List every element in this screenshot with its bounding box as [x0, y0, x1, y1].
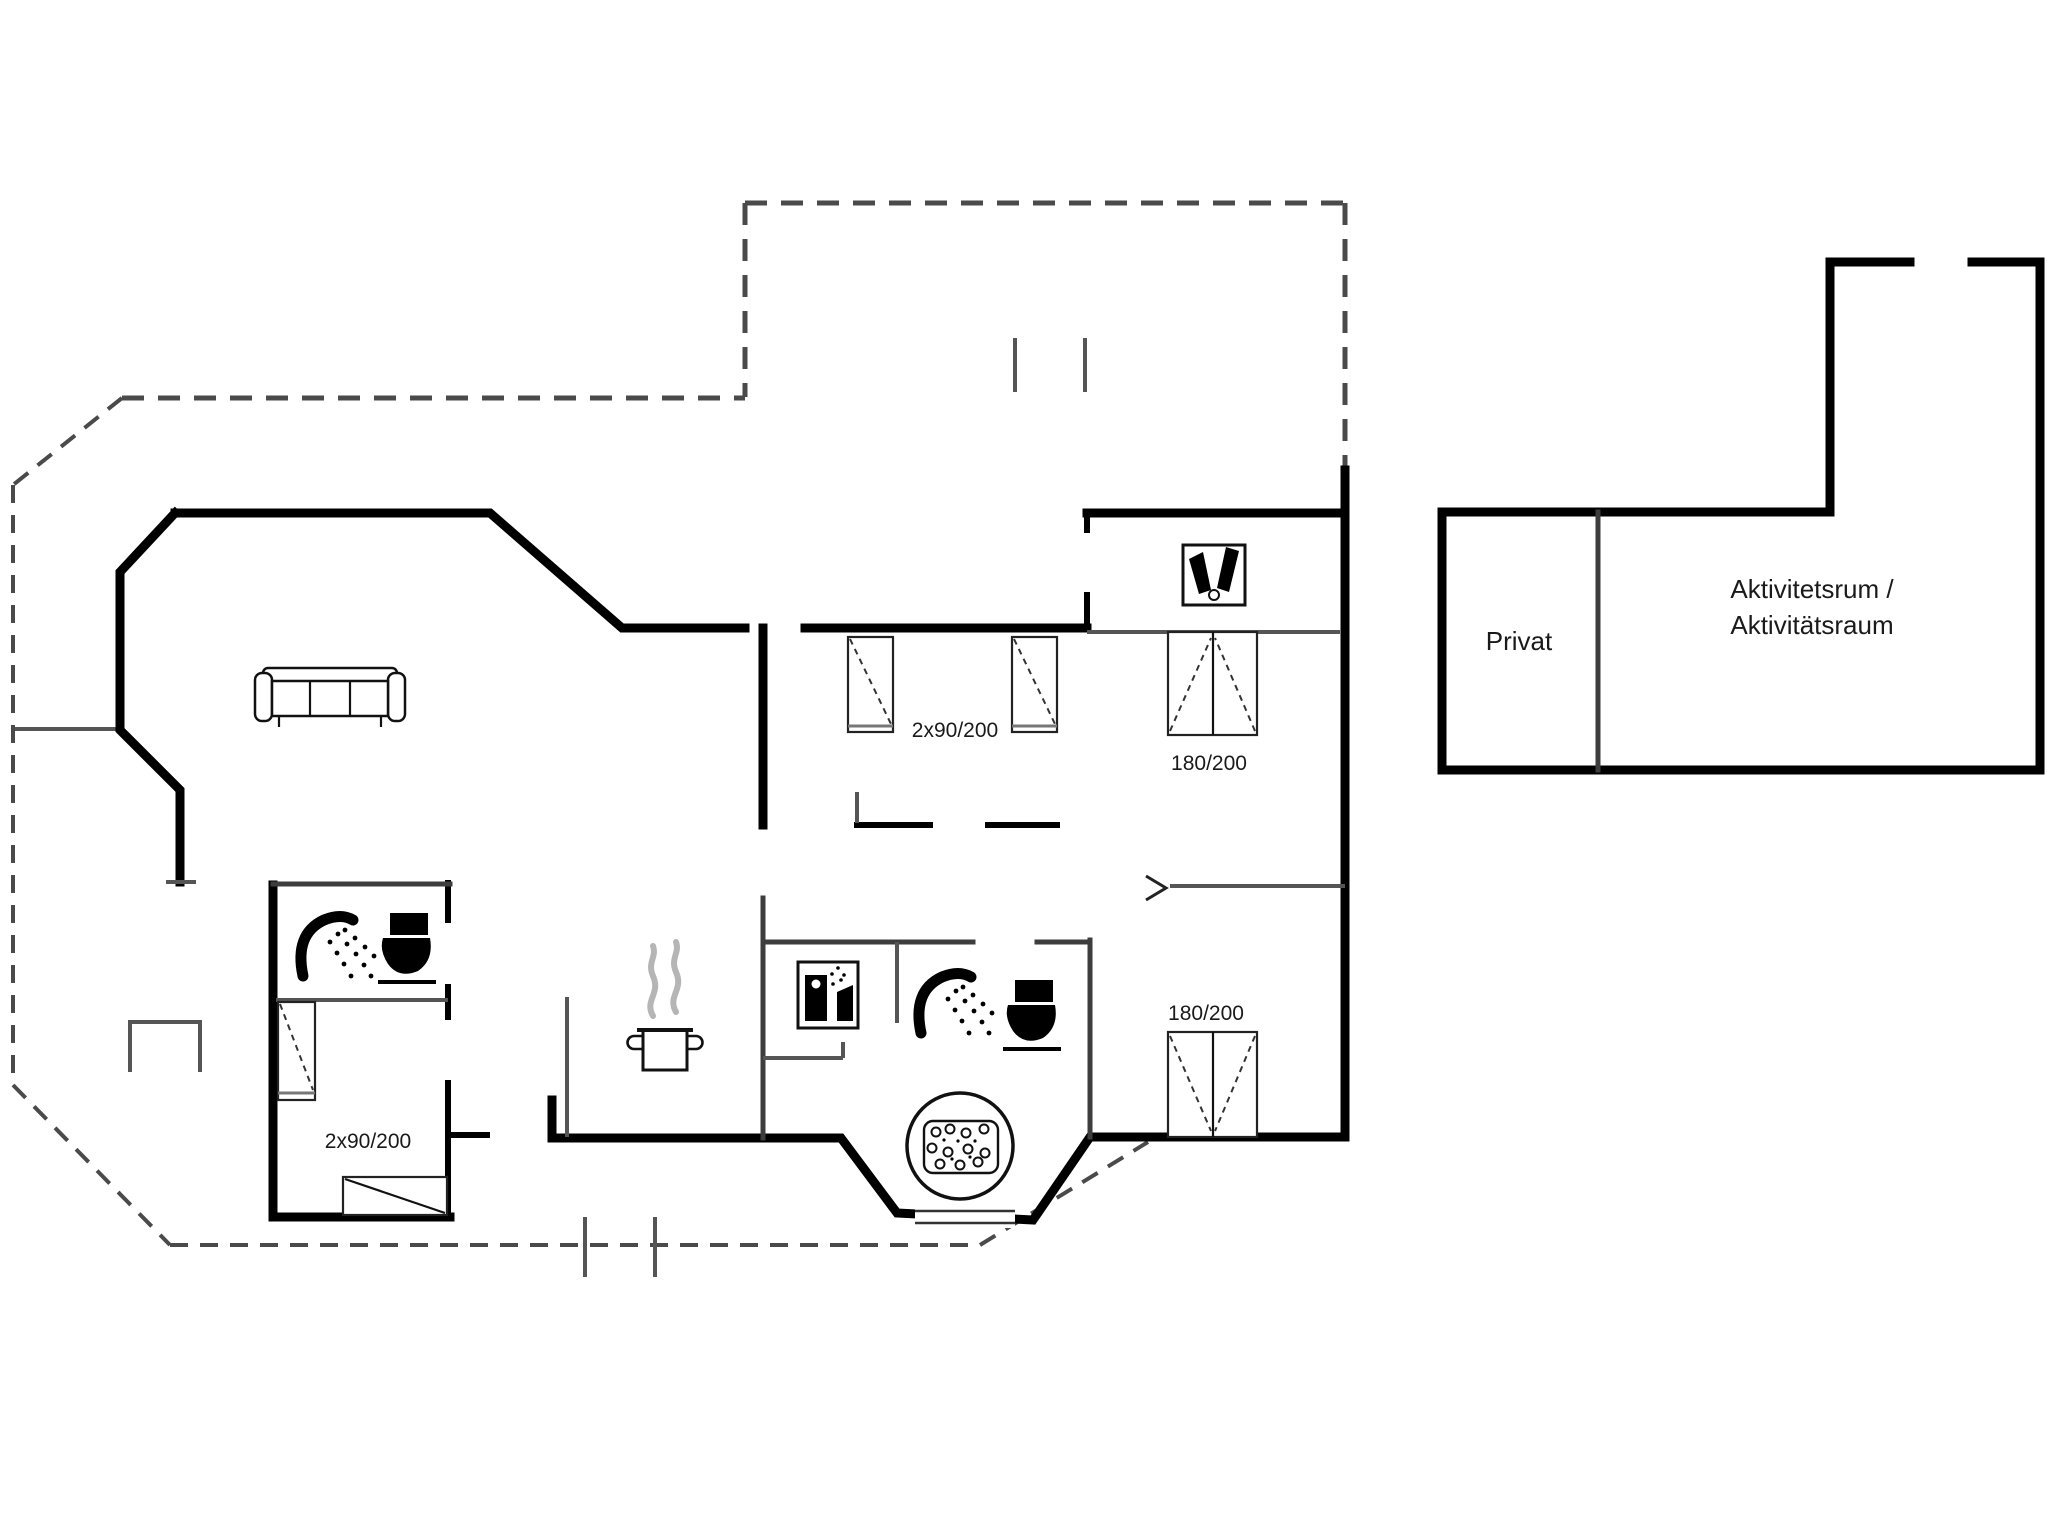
whirlpool-small-dots: [942, 1138, 977, 1161]
bed-duvet-line: [344, 1177, 446, 1215]
toilet-icon: [1003, 980, 1061, 1051]
steam-right: [670, 939, 682, 1015]
whirlpool-tub: [922, 1119, 1000, 1175]
terrace-outline: [11, 200, 1348, 1277]
shower-icon: [295, 911, 377, 982]
bed-duvet-lines: [1169, 637, 1256, 732]
bed-duvet-line: [1013, 638, 1056, 725]
sofa-seat: [270, 679, 390, 718]
pot-handle-right: [687, 1034, 704, 1051]
pot-handle-left: [626, 1034, 643, 1051]
door-opening-chevron-icon: [1145, 874, 1169, 902]
pot-body: [641, 1028, 689, 1072]
terrace-bench: [128, 1020, 202, 1072]
annex-tower-walls: [1825, 257, 2045, 517]
sink-tap-left: [1189, 552, 1211, 594]
washer-dots: [830, 966, 846, 986]
living-room-left-wall: [115, 506, 185, 887]
label-private-room: Privat: [1486, 626, 1553, 656]
toilet-tank: [1015, 980, 1053, 1002]
bed-frame: [846, 635, 895, 734]
shower-spray-dots: [327, 927, 377, 979]
bay-window-gap: [915, 1206, 1015, 1228]
bed-duvet-line: [279, 1003, 314, 1091]
bed-duvet-line: [849, 638, 892, 725]
bed-twin-top-left: [846, 635, 895, 734]
washer-door: [811, 979, 821, 989]
bed-double-upper: [1166, 630, 1259, 737]
washer-body: [805, 975, 827, 1021]
steam-left: [647, 943, 659, 1019]
double-sink-icon: [1181, 543, 1247, 607]
label-bed-twin-top: 2x90/200: [912, 719, 998, 742]
annex-outer-walls: [1437, 257, 2045, 775]
toilet-bowl: [1006, 1005, 1056, 1041]
living-room-top-wall: [170, 508, 750, 633]
bed-double-lower: [1166, 1030, 1259, 1139]
whirlpool-bubbles: [926, 1123, 991, 1171]
shower-arm: [295, 911, 359, 982]
bay-window-glass: [915, 1209, 1015, 1225]
sofa-icon: [253, 666, 407, 727]
terrace-corner-diagonal-sw: [11, 1083, 172, 1247]
sink-drain: [1208, 589, 1220, 601]
bed-frame: [1010, 635, 1059, 734]
toilet-icon: [378, 913, 436, 984]
toilet-bowl: [381, 938, 431, 974]
annex-building: Privat Aktivitetsrum / Aktivitätsraum: [1437, 257, 2045, 775]
bed-single-left-vertical: [276, 1000, 317, 1102]
shower-spray-dots: [945, 984, 995, 1036]
bed-single-left-horizontal: [341, 1175, 449, 1217]
bed-twin-top-right: [1010, 635, 1059, 734]
bed-frame: [276, 1000, 317, 1102]
washing-machine-icon: [796, 960, 860, 1030]
sofa-arm-left: [253, 671, 274, 723]
label-activity-room-line2: Aktivitätsraum: [1730, 610, 1893, 640]
label-bed-twin-left: 2x90/200: [325, 1130, 411, 1153]
toilet-tank: [390, 913, 428, 935]
stove-pot-icon: [626, 939, 704, 1072]
sofa-feet: [277, 716, 383, 727]
interior-walls: [565, 630, 1345, 1141]
terrace-corner-diagonal-nw: [11, 396, 124, 487]
label-bed-double-lower: 180/200: [1168, 1002, 1244, 1025]
shower-icon: [913, 968, 995, 1039]
label-activity-room-line1: Aktivitetsrum /: [1730, 574, 1894, 604]
sink-outline: [1181, 543, 1247, 607]
sink-tap-right: [1217, 547, 1239, 592]
terrace-step-marks-bottom: [583, 1217, 657, 1277]
bathroom-counter-line: [763, 1042, 845, 1060]
exterior-walls: [115, 465, 1350, 1228]
whirlpool-icon: [905, 1091, 1015, 1201]
shower-arm: [913, 968, 977, 1039]
terrace-step-marks-top: [1013, 338, 1087, 392]
label-bed-double-upper: 180/200: [1171, 752, 1247, 775]
sofa-cushion-dividers: [308, 681, 352, 716]
washer-detail: [837, 985, 853, 1021]
left-block-outer-wall: [268, 880, 455, 1222]
left-room-block: [268, 880, 490, 1222]
sofa-arm-right: [386, 671, 407, 723]
